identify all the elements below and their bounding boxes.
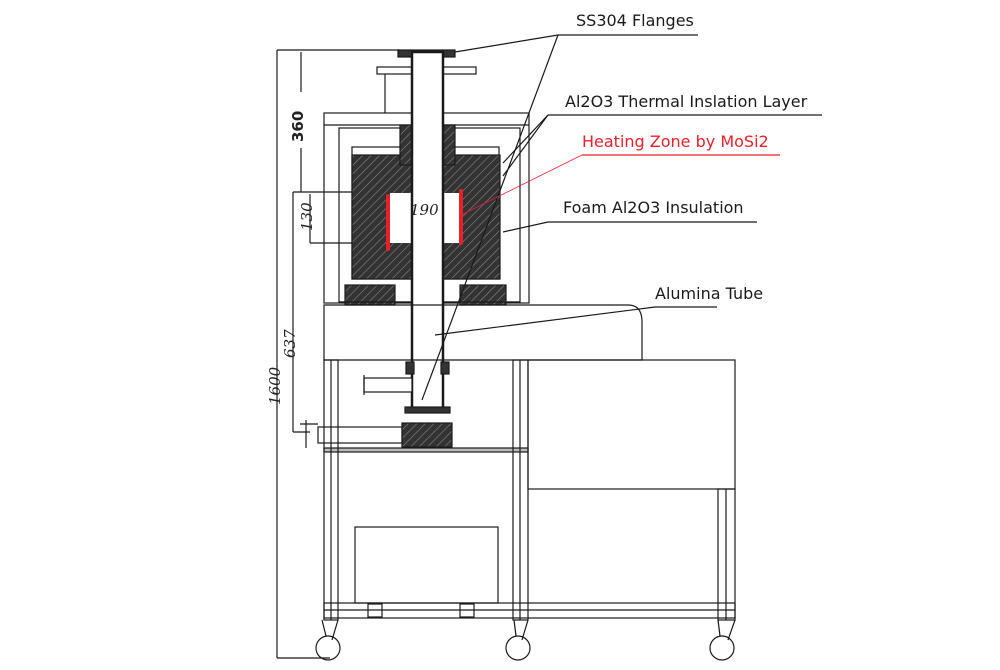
alumina-tube-drawing (363, 49, 477, 414)
label-alumina-tube: Alumina Tube (655, 284, 764, 303)
frame (323, 359, 736, 621)
dim-tube-width: 190 (410, 201, 439, 219)
dim-heating-zone-height: 130 (298, 202, 316, 231)
label-heating-zone: Heating Zone by MoSi2 (582, 132, 769, 151)
lower-enclosure (300, 304, 736, 604)
label-foam-insulation: Foam Al2O3 Insulation (563, 198, 744, 217)
label-flanges: SS304 Flanges (576, 11, 694, 30)
dim-lower-height: 637 (281, 329, 299, 358)
dim-top-height: 360 (289, 110, 307, 142)
label-thermal-layer: Al2O3 Thermal Inslation Layer (565, 92, 808, 111)
leader-lines (421, 34, 822, 401)
wheels (315, 619, 736, 661)
dim-total-height: 1600 (266, 366, 284, 405)
